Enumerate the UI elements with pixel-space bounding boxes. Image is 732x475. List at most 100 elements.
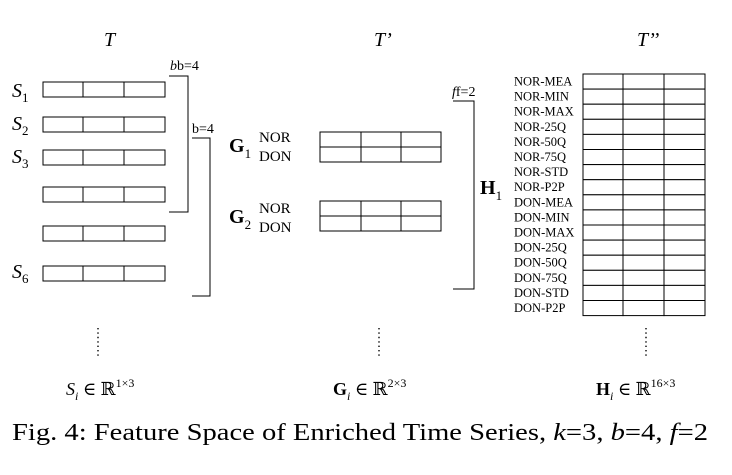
feature-cell	[622, 118, 665, 135]
column-header-T: T	[104, 29, 117, 51]
feature-cell	[663, 118, 706, 135]
formula-series-dim: Si ∈ ℝ1×3	[66, 376, 134, 403]
feature-cell	[622, 149, 665, 166]
feature-cell	[663, 179, 706, 196]
series-label-s2: S2	[12, 113, 29, 138]
feature-cell	[582, 254, 624, 271]
series-row-3	[42, 149, 166, 166]
feature-list: NOR-MEANOR-MINNOR-MAXNOR-25QNOR-50QNOR-7…	[514, 73, 706, 317]
feature-cell	[582, 179, 624, 196]
feature-cell	[622, 194, 665, 211]
feature-cell	[663, 300, 706, 317]
feature-row: NOR-25Q	[514, 118, 706, 135]
feature-row: NOR-STD	[514, 164, 706, 181]
feature-cell	[663, 73, 706, 90]
groups-section: G1 NOR DON G2 NOR DON	[229, 130, 442, 358]
series-label-s1: S1	[12, 80, 29, 105]
feature-cell	[582, 209, 624, 226]
feature-cell	[582, 149, 624, 166]
feature-cell	[582, 269, 624, 286]
feature-row: DON-50Q	[514, 254, 706, 271]
feature-row: NOR-50Q	[514, 133, 706, 150]
feature-cell	[622, 73, 665, 90]
window-bracket-1	[169, 75, 189, 213]
feature-row: DON-25Q	[514, 239, 706, 256]
feature-cell	[622, 88, 665, 105]
feature-cell	[582, 284, 624, 301]
formula-feature-dim: Hi ∈ ℝ16×3	[596, 376, 675, 403]
feature-cell	[582, 88, 624, 105]
feature-row: NOR-75Q	[514, 149, 706, 166]
window-size-label-2: b=4	[192, 122, 214, 137]
feature-group-label-h1: H1	[480, 177, 502, 203]
column-header-T-double-prime: T’’	[637, 29, 660, 51]
feature-name: NOR-MIN	[514, 90, 569, 104]
feature-cell	[622, 103, 665, 120]
time-series-section: S1 S2 S3 S6 bb=4 b=4	[12, 59, 214, 358]
series-row-4	[42, 186, 166, 203]
feature-name: DON-MIN	[514, 210, 570, 224]
feature-name: DON-MEA	[514, 195, 573, 209]
feature-name: NOR-MAX	[514, 105, 574, 119]
feature-cell	[663, 133, 706, 150]
figure-caption: Fig. 4: Feature Space of Enriched Time S…	[12, 420, 708, 446]
formula-group-dim: Gi ∈ ℝ2×3	[333, 376, 406, 403]
feature-cell	[663, 239, 706, 256]
series-row-1	[42, 81, 166, 98]
feature-name: NOR-75Q	[514, 150, 566, 164]
feature-row: DON-MEA	[514, 194, 706, 211]
feature-cell	[582, 194, 624, 211]
window-bracket-2	[192, 137, 211, 297]
feature-row: NOR-MAX	[514, 103, 706, 120]
feature-name: DON-75Q	[514, 271, 567, 285]
feature-name: NOR-25Q	[514, 120, 566, 134]
feature-name: NOR-MEA	[514, 75, 572, 89]
feature-cell	[582, 224, 624, 241]
feature-cell	[622, 133, 665, 150]
feature-row: NOR-P2P	[514, 179, 706, 196]
feature-row: DON-P2P	[514, 300, 706, 317]
feature-name: NOR-50Q	[514, 135, 566, 149]
feature-cell	[663, 284, 706, 301]
feature-name: NOR-P2P	[514, 180, 565, 194]
group-g1-row-nor: NOR	[259, 130, 291, 146]
series-label-s3: S3	[12, 146, 29, 171]
group-g2-row-nor: NOR	[259, 201, 291, 217]
series-row-5	[42, 225, 166, 242]
feature-cell	[582, 133, 624, 150]
feature-cell	[622, 254, 665, 271]
feature-cell	[622, 284, 665, 301]
feature-cell	[663, 209, 706, 226]
feature-cell	[622, 179, 665, 196]
feature-row: DON-STD	[514, 284, 706, 301]
feature-cell	[582, 164, 624, 181]
group-g1-grid	[319, 131, 442, 163]
group-g2-row-don: DON	[259, 220, 292, 236]
feature-cell	[582, 300, 624, 317]
feature-row: DON-MIN	[514, 209, 706, 226]
feature-row: DON-75Q	[514, 269, 706, 286]
feature-cell	[663, 254, 706, 271]
series-row-2	[42, 116, 166, 133]
feature-cell	[663, 103, 706, 120]
feature-cell	[663, 269, 706, 286]
feature-cell	[582, 239, 624, 256]
feature-cell	[622, 224, 665, 241]
feature-row: NOR-MIN	[514, 88, 706, 105]
feature-name: DON-STD	[514, 286, 569, 300]
column-header-T-prime: T’	[374, 29, 392, 51]
group-label-g2: G2	[229, 206, 251, 232]
feature-row: DON-MAX	[514, 224, 706, 241]
feature-cell	[663, 88, 706, 105]
feature-cell	[663, 164, 706, 181]
feature-cell	[663, 194, 706, 211]
feature-cell	[622, 164, 665, 181]
features-section: ff=2 H1 NOR-MEANOR-MINNOR-MAXNOR-25QNOR-…	[452, 73, 706, 358]
feature-cell	[582, 103, 624, 120]
feature-cell	[663, 149, 706, 166]
feature-name: NOR-STD	[514, 165, 568, 179]
series-label-s6: S6	[12, 261, 29, 286]
feature-cell	[622, 300, 665, 317]
feature-name: DON-MAX	[514, 226, 574, 240]
series-row-6	[42, 265, 166, 282]
